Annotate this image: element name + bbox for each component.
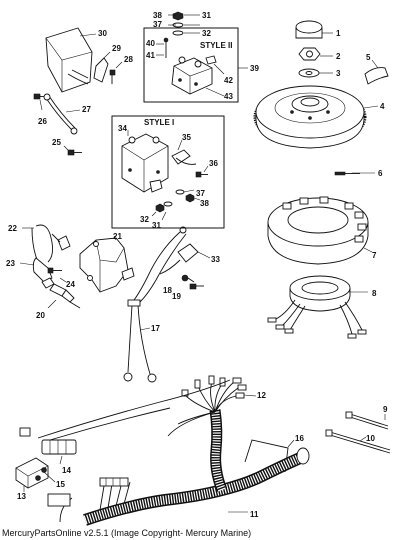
callout-2: 2 (336, 52, 341, 61)
callout-28: 28 (124, 55, 133, 64)
part-27-strap (43, 93, 81, 135)
callout-42: 42 (224, 76, 233, 85)
part-5-key (364, 59, 389, 85)
coil-lead (133, 226, 187, 303)
part-33-boot (159, 243, 211, 275)
callout-5: 5 (366, 53, 371, 62)
callout-31b: 31 (152, 221, 161, 230)
callout-1: 1 (336, 29, 341, 38)
callout-40: 40 (146, 39, 155, 48)
style-one-box (111, 115, 225, 229)
part-11-harness (47, 409, 310, 526)
style-two-label: STYLE II (200, 41, 232, 50)
copyright-footer: MercuryPartsOnline v2.5.1 (Image Copyrig… (2, 528, 252, 538)
part-6-screw (334, 171, 375, 176)
part-12-harness-leads (167, 375, 257, 437)
style-two-solenoid (171, 55, 217, 95)
callout-35: 35 (182, 133, 191, 142)
callout-14: 14 (62, 466, 71, 475)
part-24-screw (47, 267, 67, 283)
callout-38a: 38 (153, 11, 162, 20)
part-8-trigger (267, 275, 368, 339)
part-25-screw (63, 145, 82, 156)
part-13-bracket (15, 457, 49, 492)
part-9-cable-tie (345, 411, 389, 430)
callout-7: 7 (372, 251, 377, 260)
callout-6: 6 (378, 169, 383, 178)
callout-29: 29 (112, 44, 121, 53)
callout-37b: 37 (196, 189, 205, 198)
callout-15: 15 (56, 480, 65, 489)
callout-12: 12 (257, 391, 266, 400)
part-10-cable-tie (325, 429, 391, 454)
part-14-connector (41, 439, 77, 465)
callout-9: 9 (383, 405, 388, 414)
callout-17: 17 (151, 324, 160, 333)
part-19-screw (189, 283, 204, 290)
callout-32a: 32 (202, 29, 211, 38)
callout-34: 34 (118, 124, 127, 133)
callout-33: 33 (211, 255, 220, 264)
callout-labels: 1 2 3 4 5 6 7 8 9 10 11 12 13 14 15 16 1… (6, 11, 388, 519)
part-1-cap (295, 20, 333, 39)
callout-4: 4 (380, 102, 385, 111)
callout-26: 26 (38, 117, 47, 126)
callout-27: 27 (82, 105, 91, 114)
callout-16: 16 (295, 434, 304, 443)
callout-23: 23 (6, 259, 15, 268)
part-28-screw (109, 61, 123, 84)
style-two-hardware (156, 11, 248, 97)
callout-38b: 38 (200, 199, 209, 208)
part-26-screw (33, 93, 46, 111)
style-one-solenoid (121, 130, 169, 193)
part-15-screw (35, 467, 56, 483)
callout-30: 30 (98, 29, 107, 38)
style-one-hardware (151, 139, 209, 221)
callout-25: 25 (52, 138, 61, 147)
callout-3: 3 (336, 69, 341, 78)
callout-24: 24 (66, 280, 75, 289)
part-29-bracket (93, 51, 111, 83)
callout-36: 36 (209, 159, 218, 168)
style-one-label: STYLE I (144, 118, 174, 127)
part-2-nut (298, 47, 333, 61)
callout-21: 21 (113, 232, 122, 241)
part-18-screw (181, 274, 195, 283)
callout-19: 19 (172, 292, 181, 301)
callout-39: 39 (250, 64, 259, 73)
callout-18: 18 (163, 286, 172, 295)
style-two-box (143, 27, 239, 103)
callout-37a: 37 (153, 20, 162, 29)
part-30-module (45, 27, 97, 93)
callout-13: 13 (17, 492, 26, 501)
callout-11: 11 (250, 510, 259, 519)
part-4-flywheel (253, 85, 379, 149)
callout-41: 41 (146, 51, 155, 60)
callout-8: 8 (372, 289, 377, 298)
callout-32b: 32 (140, 215, 149, 224)
callout-10: 10 (366, 434, 375, 443)
part-17-leads (123, 299, 157, 383)
callout-43: 43 (224, 92, 233, 101)
part-21-ignition-coil (79, 235, 135, 293)
part-23-boot (19, 257, 53, 283)
callout-31a: 31 (202, 11, 211, 20)
part-20-spark-plug (41, 277, 81, 309)
part-7-stator (267, 196, 373, 265)
ground-lead (19, 379, 231, 441)
callout-22: 22 (8, 224, 17, 233)
part-3-washer (298, 68, 333, 78)
part-22-plug-lead (22, 224, 71, 263)
callout-20: 20 (36, 311, 45, 320)
